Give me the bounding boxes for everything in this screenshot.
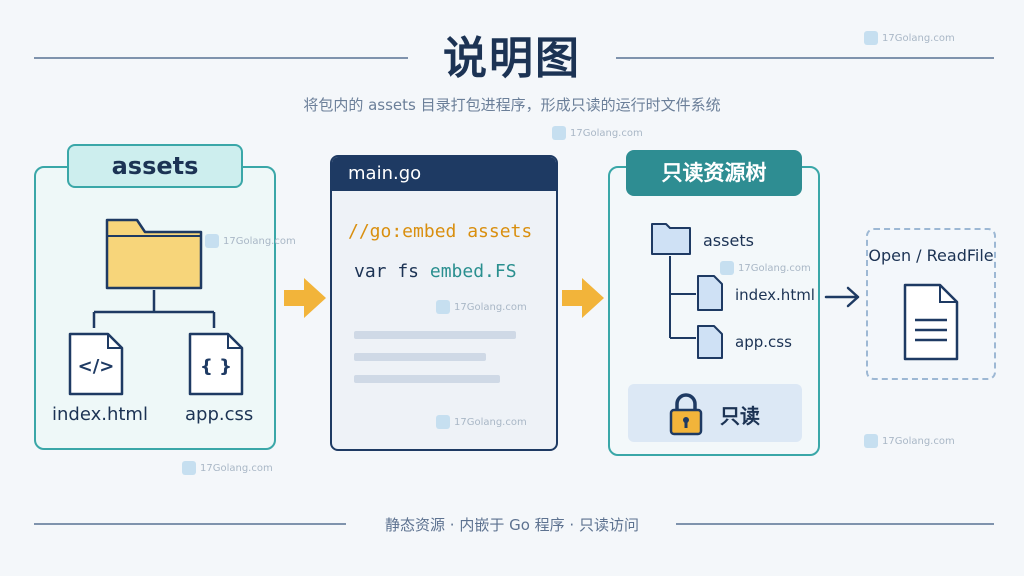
title-rule-left [34,57,408,59]
watermark-logo-icon [720,261,734,275]
watermark-logo-icon [864,434,878,448]
var-keyword: var fs [354,261,430,282]
main-go-header: main.go [332,157,556,191]
flow-arrow-2 [562,278,604,318]
footer-rule-right [676,523,994,525]
html-code-glyph: </> [77,356,115,377]
watermark-logo-icon [552,126,566,140]
watermark: 17Golang.com [436,415,527,429]
readonly-label: 只读 [720,404,760,428]
watermark: 17Golang.com [720,261,811,275]
folder-icon [105,218,203,290]
assets-file-index-html: index.html [52,404,148,425]
footer-rule-left [34,523,346,525]
watermark: 17Golang.com [182,461,273,475]
watermark: 17Golang.com [552,126,643,140]
watermark-logo-icon [864,31,878,45]
css-file-icon [188,332,244,396]
tree-file-icon-index [697,275,723,311]
watermark-logo-icon [205,234,219,248]
assets-tree-diagram [68,218,244,396]
embed-fs-type: embed.FS [429,261,517,282]
flow-arrow-3 [824,286,860,308]
lock-icon [669,393,703,436]
footer-caption: 静态资源 · 内嵌于 Go 程序 · 只读访问 [385,516,639,534]
tree-file-app-css: app.css [735,333,792,351]
watermark: 17Golang.com [205,234,296,248]
embed-var-declaration: var fs embed.FS [354,261,517,282]
assets-file-app-css: app.css [185,404,254,425]
html-file-icon [68,332,124,396]
css-brace-glyph: { } [200,356,232,377]
readonly-badge [628,384,802,442]
title-rule-right [616,57,994,59]
assets-tab-label: assets [67,144,243,188]
tree-folder-icon [651,223,691,255]
document-icon [903,283,959,361]
code-placeholder-line [354,331,516,339]
tree-file-index-html: index.html [735,286,815,304]
watermark-logo-icon [436,415,450,429]
page-subtitle: 将包内的 assets 目录打包进程序，形成只读的运行时文件系统 [303,96,721,114]
code-placeholder-line [354,353,486,361]
tree-root-assets: assets [703,231,754,250]
watermark-logo-icon [182,461,196,475]
page-title: 说明图 [443,33,581,84]
watermark: 17Golang.com [864,31,955,45]
embed-directive: //go:embed assets [348,221,533,242]
readonly-tree-diagram [651,223,723,359]
watermark-logo-icon [436,300,450,314]
code-placeholder-line [354,375,500,383]
tree-file-icon-css [697,325,723,359]
flow-arrow-1 [284,278,326,318]
open-readfile-label: Open / ReadFile [868,246,994,265]
readonly-tree-tab: 只读资源树 [626,150,802,196]
watermark: 17Golang.com [864,434,955,448]
watermark: 17Golang.com [436,300,527,314]
